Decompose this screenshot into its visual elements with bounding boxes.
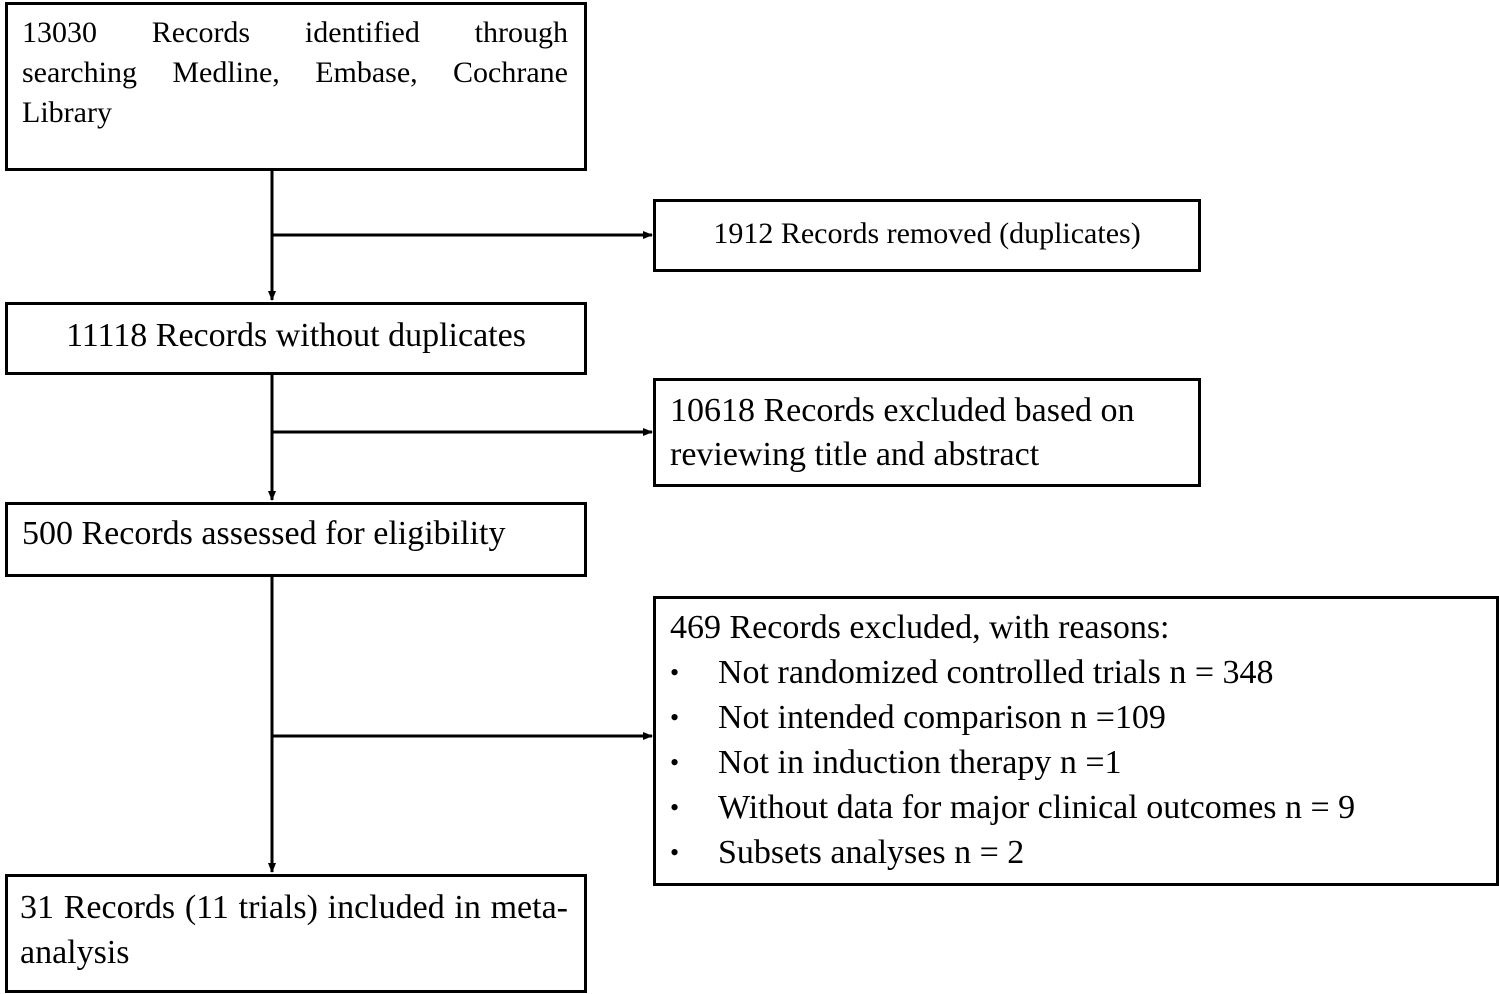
excluded-reason-item: • Not intended comparison n =109 bbox=[670, 695, 1486, 740]
excluded-reason-text: Subsets analyses n = 2 bbox=[718, 834, 1025, 871]
without-duplicates-box: 11118 Records without duplicates bbox=[5, 302, 587, 375]
excluded-reason-text: Not randomized controlled trials n = 348 bbox=[718, 654, 1274, 691]
excluded-reasons-box: 469 Records excluded, with reasons: • Not… bbox=[653, 596, 1499, 886]
excluded-reason-text: Not in induction therapy n =1 bbox=[718, 744, 1122, 781]
bullet-icon: • bbox=[670, 793, 680, 822]
records-identified-line1: 13030 Records identified through bbox=[22, 16, 568, 49]
excluded-title-abstract-box: 10618 Records excluded based on reviewin… bbox=[653, 378, 1201, 487]
assessed-eligibility-text: 500 Records assessed for eligibility bbox=[22, 515, 506, 552]
records-identified-text: 13030 Records identified through searchi… bbox=[22, 13, 568, 133]
without-duplicates-text: 11118 Records without duplicates bbox=[66, 317, 526, 354]
excluded-reasons-list: • Not randomized controlled trials n = 34… bbox=[670, 650, 1486, 875]
records-identified-line2: searching Medline, Embase, Cochrane Libr… bbox=[22, 56, 568, 129]
included-meta-analysis-text: 31 Records (11 trials) included in meta-… bbox=[20, 889, 568, 971]
duplicates-removed-text: 1912 Records removed (duplicates) bbox=[713, 217, 1141, 250]
excluded-reason-item: • Without data for major clinical outcome… bbox=[670, 785, 1486, 830]
bullet-icon: • bbox=[670, 658, 680, 687]
excluded-reasons-heading: 469 Records excluded, with reasons: bbox=[670, 609, 1170, 646]
assessed-eligibility-box: 500 Records assessed for eligibility bbox=[5, 502, 587, 577]
excluded-reason-text: Not intended comparison n =109 bbox=[718, 699, 1166, 736]
excluded-reason-item: • Subsets analyses n = 2 bbox=[670, 830, 1486, 875]
bullet-icon: • bbox=[670, 703, 680, 732]
excluded-reason-text: Without data for major clinical outcomes… bbox=[718, 789, 1356, 826]
excluded-title-abstract-text: 10618 Records excluded based on reviewin… bbox=[670, 392, 1135, 473]
bullet-icon: • bbox=[670, 838, 680, 867]
excluded-reason-item: • Not in induction therapy n =1 bbox=[670, 740, 1486, 785]
included-meta-analysis-box: 31 Records (11 trials) included in meta-… bbox=[5, 874, 587, 993]
duplicates-removed-box: 1912 Records removed (duplicates) bbox=[653, 199, 1201, 272]
records-identified-box: 13030 Records identified through searchi… bbox=[5, 2, 587, 171]
bullet-icon: • bbox=[670, 748, 680, 777]
excluded-reason-item: • Not randomized controlled trials n = 34… bbox=[670, 650, 1486, 695]
